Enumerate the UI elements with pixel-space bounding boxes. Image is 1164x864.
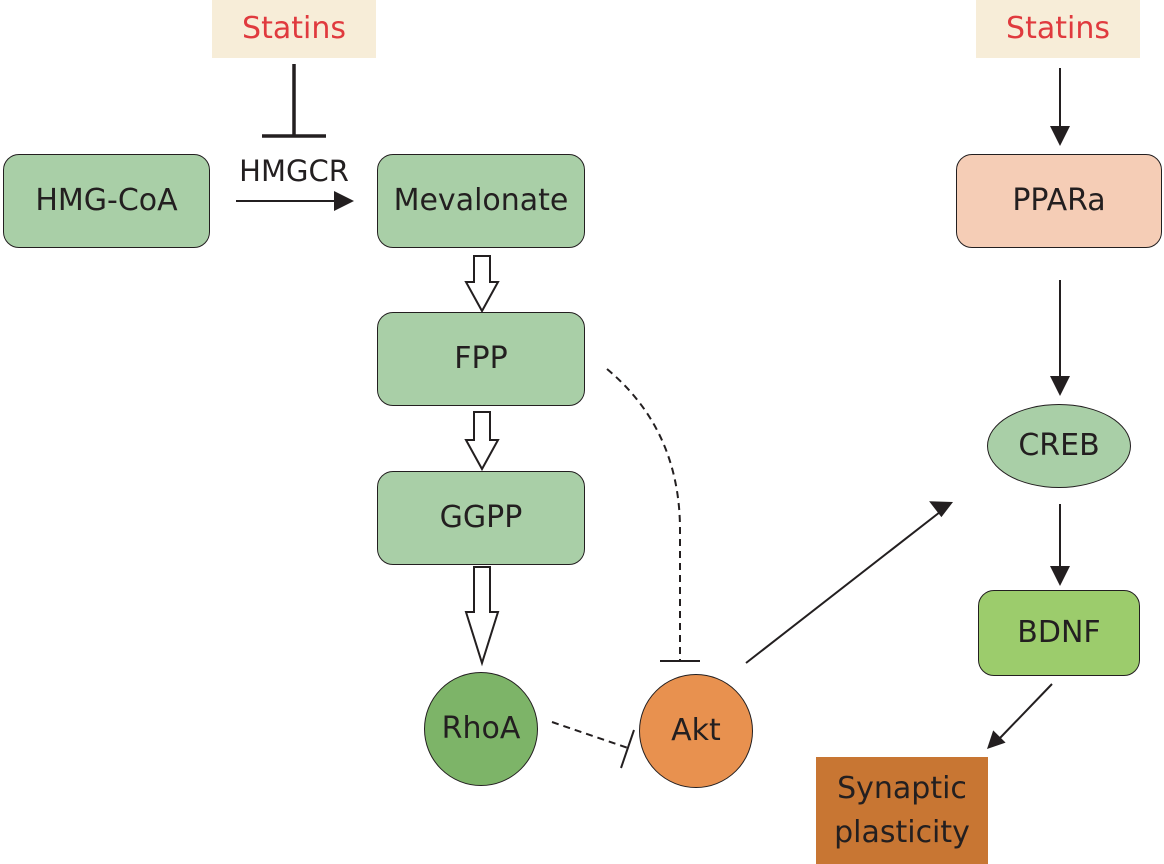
creb-node: CREB [987, 404, 1131, 488]
synaptic-plasticity-node: Synaptic plasticity [816, 757, 988, 864]
hmg-coa-node: HMG-CoA [3, 154, 210, 248]
creb-to-bdnf-arrow [1050, 504, 1070, 586]
fpp-to-ggpp-arrow [464, 411, 500, 472]
akt-node: Akt [639, 674, 753, 788]
hmgcr-label: HMGCR [239, 153, 349, 188]
statins-to-ppara-arrow [1050, 68, 1070, 146]
ggpp-node: GGPP [377, 471, 585, 565]
rhoa-node: RhoA [424, 672, 538, 786]
mevalonate-node: Mevalonate [377, 154, 585, 248]
ggpp-to-rhoa-arrow [464, 566, 500, 667]
ppara-to-creb-arrow [1050, 280, 1070, 396]
statins-label-right: Statins [976, 0, 1140, 58]
synaptic-plasticity-line-2: plasticity [834, 814, 970, 850]
akt-to-creb-arrow [745, 501, 953, 664]
fpp-akt-inhibition [606, 368, 700, 662]
synaptic-plasticity-line-1: Synaptic [837, 771, 967, 806]
bdnf-to-synaptic-arrow [987, 683, 1053, 749]
bdnf-node: BDNF [978, 590, 1140, 676]
mevalonate-to-fpp-arrow [464, 255, 500, 314]
statins-label-left: Statins [212, 0, 376, 58]
fpp-node: FPP [377, 312, 585, 406]
hmgcoa-to-mevalonate-arrow [236, 191, 354, 211]
ppara-node: PPARa [956, 154, 1162, 248]
rhoa-akt-inhibition [551, 721, 635, 769]
statins-hmgcr-inhibition [262, 64, 326, 138]
